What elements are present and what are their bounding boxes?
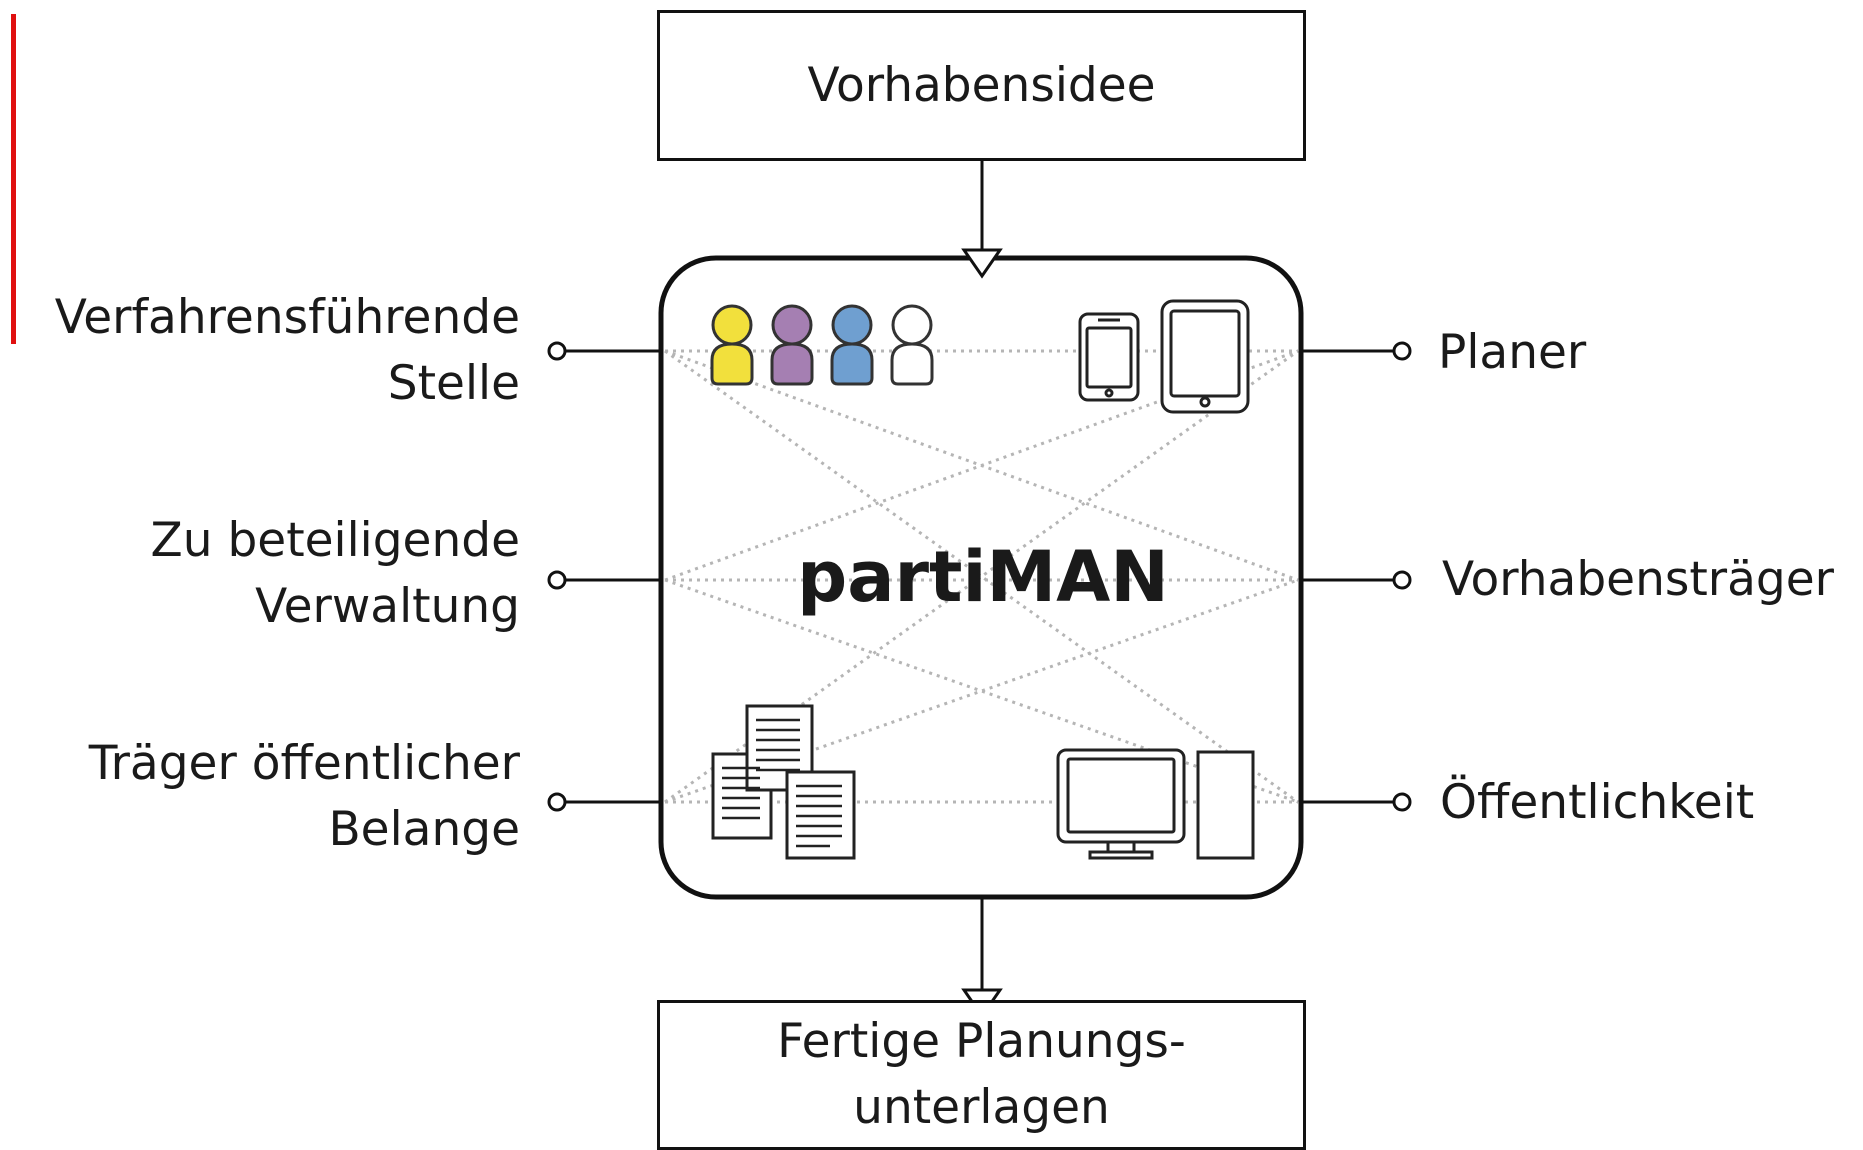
connector-port-icon (1392, 341, 1412, 361)
finished-documents-label: Fertige Planungs- unterlagen (777, 1014, 1186, 1135)
person-icon (890, 304, 934, 386)
participant-label-public: Öffentlichkeit (1440, 775, 1755, 830)
tablet-icon (1160, 299, 1250, 414)
participant-label-public-bodies: Träger öffentlicher Belange (88, 736, 520, 857)
connector-port-icon (547, 341, 567, 361)
accent-bar (11, 14, 16, 344)
desktop-computer-icon (1056, 748, 1255, 860)
finished-documents-box: Fertige Planungs- unterlagen (657, 1000, 1306, 1150)
participant-label-administration: Zu beteiligende Verwaltung (150, 513, 520, 634)
connector-port-icon (1392, 570, 1412, 590)
project-idea-label: Vorhabensidee (807, 57, 1156, 113)
documents-icon (711, 704, 856, 860)
person-icon (770, 304, 814, 386)
connector-port-icon (1392, 792, 1412, 812)
participant-label-planner: Planer (1438, 325, 1587, 380)
participant-label-project-sponsor: Vorhabensträger (1442, 552, 1834, 607)
participant-label-procedure-office: Verfahrensführende Stelle (54, 290, 520, 411)
arrow-down-icon (961, 248, 1003, 279)
project-idea-box: Vorhabensidee (657, 10, 1306, 161)
person-icon (830, 304, 874, 386)
smartphone-icon (1078, 312, 1140, 402)
platform-title: partiMAN (797, 536, 1169, 618)
person-icon (710, 304, 754, 386)
connector-port-icon (547, 570, 567, 590)
people-group (710, 304, 934, 386)
connector-port-icon (547, 792, 567, 812)
mesh-line (664, 349, 1299, 804)
